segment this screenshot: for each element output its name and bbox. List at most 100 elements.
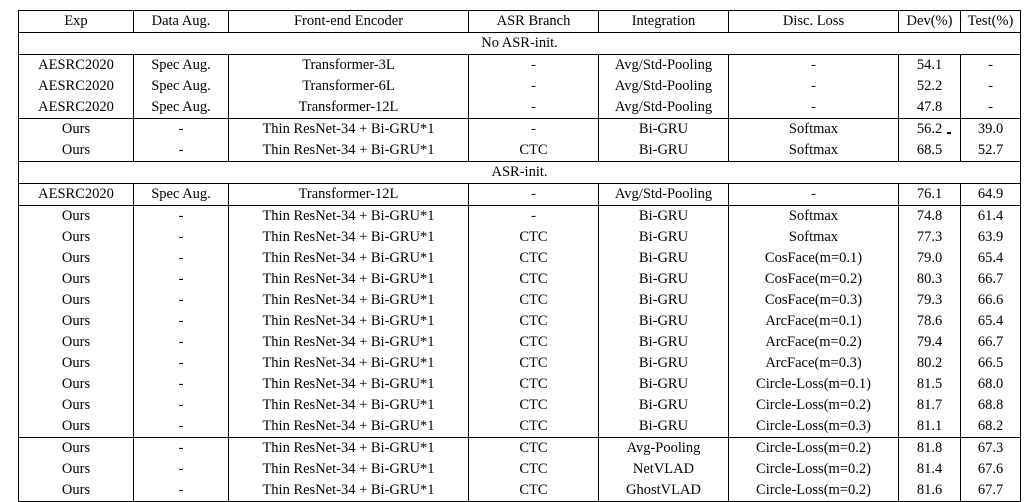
cell-test: 64.9 xyxy=(960,183,1021,206)
cell-data-aug: - xyxy=(133,374,229,395)
cell-dev: 76.1 xyxy=(898,183,961,206)
cell-asr-branch: - xyxy=(468,54,599,76)
cell-test: 66.7 xyxy=(960,332,1021,353)
cell-front-end-encoder: Thin ResNet-34 + Bi-GRU*1 xyxy=(228,205,469,227)
cell-exp: Ours xyxy=(18,459,134,480)
cell-data-aug: - xyxy=(133,248,229,269)
cell-integration: Avg/Std-Pooling xyxy=(598,97,729,119)
cell-disc-loss: Circle-Loss(m=0.3) xyxy=(728,416,899,438)
cell-data-aug: - xyxy=(133,140,229,162)
cell-data-aug: Spec Aug. xyxy=(133,183,229,206)
cell-asr-branch: CTC xyxy=(468,140,599,162)
cell-disc-loss: - xyxy=(728,97,899,119)
cell-exp: Ours xyxy=(18,311,134,332)
cell-test: 65.4 xyxy=(960,311,1021,332)
column-header-disc-loss: Disc. Loss xyxy=(728,10,899,33)
cell-exp: Ours xyxy=(18,140,134,162)
cell-data-aug: - xyxy=(133,118,229,140)
cell-data-aug: - xyxy=(133,290,229,311)
cell-disc-loss: Circle-Loss(m=0.2) xyxy=(728,480,899,502)
cell-dev: 79.4 xyxy=(898,332,961,353)
cell-exp: Ours xyxy=(18,118,134,140)
cell-best-test: 68.2 xyxy=(960,416,1021,438)
cell-test: 63.9 xyxy=(960,227,1021,248)
cell-test: 66.6 xyxy=(960,290,1021,311)
cell-data-aug: - xyxy=(133,437,229,459)
cell-front-end-encoder: Transformer-12L xyxy=(228,183,469,206)
cell-integration: Bi-GRU xyxy=(598,269,729,290)
cell-asr-branch: CTC xyxy=(468,353,599,374)
cell-front-end-encoder: Transformer-3L xyxy=(228,54,469,76)
cell-asr-branch: - xyxy=(468,183,599,206)
cell-exp: Ours xyxy=(18,480,134,502)
cell-dev: 78.6 xyxy=(898,311,961,332)
column-header-test: Test(%) xyxy=(960,10,1021,33)
cell-front-end-encoder: Thin ResNet-34 + Bi-GRU*1 xyxy=(228,269,469,290)
cell-dev: 81.6 xyxy=(898,480,961,502)
cell-front-end-encoder: Thin ResNet-34 + Bi-GRU*1 xyxy=(228,227,469,248)
cell-exp: AESRC2020 xyxy=(18,76,134,97)
cell-dev: 81.8 xyxy=(898,437,961,459)
cell-integration: Avg/Std-Pooling xyxy=(598,183,729,206)
cell-integration: GhostVLAD xyxy=(598,480,729,502)
section-header-row: ASR-init. xyxy=(18,161,1021,184)
cell-exp: Ours xyxy=(18,205,134,227)
cell-front-end-encoder: Thin ResNet-34 + Bi-GRU*1 xyxy=(228,248,469,269)
cell-data-aug: - xyxy=(133,395,229,416)
cell-test: 52.7 xyxy=(960,140,1021,162)
cell-asr-branch: CTC xyxy=(468,227,599,248)
cell-dev: 56.2 xyxy=(898,118,961,140)
cell-asr-branch: CTC xyxy=(468,269,599,290)
cell-data-aug: Spec Aug. xyxy=(133,54,229,76)
cell-data-aug: Spec Aug. xyxy=(133,76,229,97)
cell-data-aug: - xyxy=(133,480,229,502)
cell-exp: Ours xyxy=(18,437,134,459)
cell-integration: Bi-GRU xyxy=(598,332,729,353)
cell-integration: Bi-GRU xyxy=(598,353,729,374)
cell-dev: 52.2 xyxy=(898,76,961,97)
column-header-dev: Dev(%) xyxy=(898,10,961,33)
cell-data-aug: - xyxy=(133,416,229,438)
cell-disc-loss: Circle-Loss(m=0.2) xyxy=(728,459,899,480)
cell-exp: Ours xyxy=(18,227,134,248)
cell-integration: Bi-GRU xyxy=(598,311,729,332)
cell-front-end-encoder: Thin ResNet-34 + Bi-GRU*1 xyxy=(228,437,469,459)
cell-exp: Ours xyxy=(18,290,134,311)
cell-disc-loss: ArcFace(m=0.3) xyxy=(728,353,899,374)
cell-asr-branch: CTC xyxy=(468,416,599,438)
cell-integration: Bi-GRU xyxy=(598,248,729,269)
cell-integration: Avg-Pooling xyxy=(598,437,729,459)
cell-disc-loss: Softmax xyxy=(728,140,899,162)
cell-test: 68.0 xyxy=(960,374,1021,395)
cell-front-end-encoder: Transformer-6L xyxy=(228,76,469,97)
cell-front-end-encoder: Thin ResNet-34 + Bi-GRU*1 xyxy=(228,395,469,416)
cell-front-end-encoder: Thin ResNet-34 + Bi-GRU*1 xyxy=(228,480,469,502)
cell-exp: Ours xyxy=(18,416,134,438)
cell-dev: 54.1 xyxy=(898,54,961,76)
cell-dev: 81.7 xyxy=(898,395,961,416)
cell-asr-branch: CTC xyxy=(468,311,599,332)
cell-exp: AESRC2020 xyxy=(18,183,134,206)
cell-disc-loss: - xyxy=(728,54,899,76)
cell-integration: NetVLAD xyxy=(598,459,729,480)
cell-asr-branch: CTC xyxy=(468,248,599,269)
cell-front-end-encoder: Thin ResNet-34 + Bi-GRU*1 xyxy=(228,140,469,162)
cell-asr-branch: CTC xyxy=(468,374,599,395)
cell-test: 68.8 xyxy=(960,395,1021,416)
cell-test: - xyxy=(960,76,1021,97)
cell-dev: 77.3 xyxy=(898,227,961,248)
cell-dev: 80.2 xyxy=(898,353,961,374)
